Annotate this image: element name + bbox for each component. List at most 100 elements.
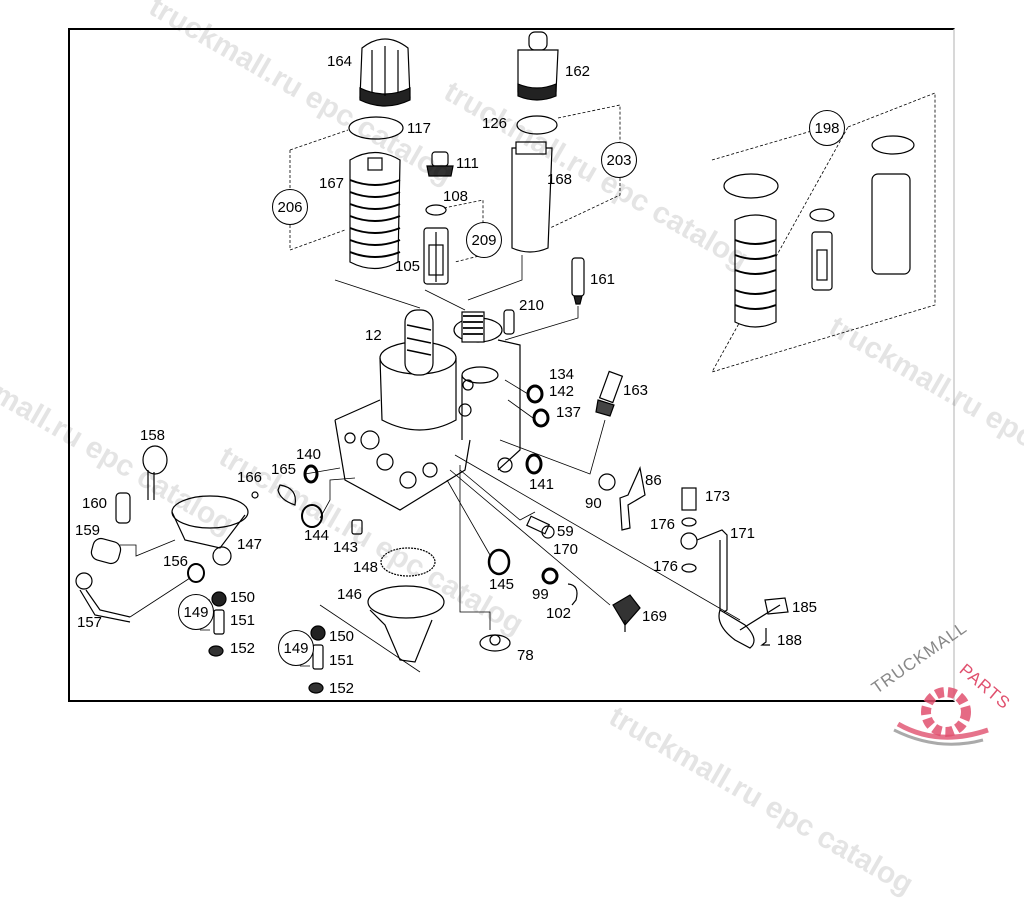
part-151-valve-a (213, 609, 225, 635)
label-158[interactable]: 158 (140, 427, 166, 444)
kit-callout-209[interactable]: 209 (466, 222, 502, 258)
part-185-clamp (739, 597, 789, 631)
part-156-plug (187, 563, 205, 583)
part-12-housing (334, 309, 521, 511)
label-151a[interactable]: 151 (230, 612, 256, 629)
label-166[interactable]: 166 (237, 469, 263, 486)
part-169-sensor (612, 594, 641, 632)
part-108-oring (425, 204, 447, 216)
part-162-cap (517, 31, 559, 101)
leader-lines (120, 255, 741, 673)
label-156[interactable]: 156 (163, 553, 189, 570)
label-157[interactable]: 157 (77, 614, 103, 631)
label-162[interactable]: 162 (565, 63, 591, 80)
label-90[interactable]: 90 (585, 495, 602, 512)
part-160-fitting (115, 492, 131, 524)
part-152-nut-b (308, 682, 324, 694)
label-152a[interactable]: 152 (230, 640, 256, 657)
part-86-bracket (619, 465, 646, 531)
part-166-screw (251, 491, 259, 499)
label-150a[interactable]: 150 (230, 589, 256, 606)
label-102[interactable]: 102 (546, 605, 572, 622)
label-170[interactable]: 170 (553, 541, 579, 558)
label-143[interactable]: 143 (333, 539, 359, 556)
label-140[interactable]: 140 (296, 446, 322, 463)
label-117[interactable]: 117 (407, 120, 431, 137)
label-168[interactable]: 168 (547, 171, 573, 188)
label-152b[interactable]: 152 (329, 680, 355, 697)
part-150-cap-a (211, 591, 227, 607)
label-164[interactable]: 164 (327, 53, 353, 70)
label-146[interactable]: 146 (337, 586, 363, 603)
label-169[interactable]: 169 (642, 608, 668, 625)
label-188[interactable]: 188 (777, 632, 803, 649)
kit-callout-206[interactable]: 206 (272, 189, 308, 225)
part-137-seal (532, 408, 550, 428)
label-59[interactable]: 59 (557, 523, 574, 540)
part-142-seal (526, 384, 544, 404)
label-165[interactable]: 165 (271, 461, 297, 478)
part-165-clip (277, 484, 297, 506)
label-159[interactable]: 159 (75, 522, 101, 539)
label-210[interactable]: 210 (519, 297, 545, 314)
part-147-filter-housing (171, 495, 249, 566)
part-102-clip (567, 583, 578, 606)
label-167[interactable]: 167 (319, 175, 345, 192)
label-148[interactable]: 148 (353, 559, 379, 576)
label-150b[interactable]: 150 (329, 628, 355, 645)
part-168-filter (511, 141, 553, 253)
part-126-oring (516, 115, 558, 135)
label-176b[interactable]: 176 (653, 558, 679, 575)
label-108[interactable]: 108 (443, 188, 469, 205)
part-117-oring (348, 116, 404, 140)
label-144[interactable]: 144 (304, 527, 330, 544)
part-161-sensor (571, 257, 585, 305)
part-90-plug (598, 473, 616, 491)
label-126[interactable]: 126 (482, 115, 508, 132)
part-148-oring (380, 547, 436, 577)
label-145[interactable]: 145 (489, 576, 515, 593)
label-151b[interactable]: 151 (329, 652, 355, 669)
label-163[interactable]: 163 (623, 382, 649, 399)
label-171[interactable]: 171 (730, 525, 756, 542)
part-146-filter-housing (367, 585, 445, 663)
part-188-bolt (760, 628, 770, 646)
part-167-filter (349, 151, 401, 270)
label-185[interactable]: 185 (792, 599, 818, 616)
part-164-cap (359, 38, 411, 107)
part-173-bolt (681, 487, 697, 511)
part-176-washer-b (681, 563, 697, 573)
label-147[interactable]: 147 (237, 536, 263, 553)
kit-callout-149b[interactable]: 149 (278, 630, 314, 666)
label-86[interactable]: 86 (645, 472, 662, 489)
label-161[interactable]: 161 (590, 271, 616, 288)
part-152-nut-a (208, 645, 224, 657)
truckmall-parts-logo: TRUCKMALL PARTS (858, 618, 1024, 750)
label-111[interactable]: 111 (456, 155, 479, 172)
label-78[interactable]: 78 (517, 647, 534, 664)
kit-callout-198[interactable]: 198 (809, 110, 845, 146)
label-141[interactable]: 141 (529, 476, 555, 493)
part-59-valve (526, 515, 555, 539)
label-142[interactable]: 142 (549, 383, 575, 400)
part-145-fitting (487, 548, 511, 576)
label-12[interactable]: 12 (365, 327, 382, 344)
label-137[interactable]: 137 (556, 404, 582, 421)
kit-callout-149a[interactable]: 149 (178, 594, 214, 630)
kit-callout-203[interactable]: 203 (601, 142, 637, 178)
label-176a[interactable]: 176 (650, 516, 676, 533)
part-151-valve-b (312, 644, 324, 670)
label-173[interactable]: 173 (705, 488, 731, 505)
label-134[interactable]: 134 (549, 366, 575, 383)
part-157-pipe (75, 572, 131, 623)
label-105[interactable]: 105 (395, 258, 421, 275)
parts-drawing (75, 31, 936, 694)
label-160[interactable]: 160 (82, 495, 108, 512)
part-141-seal (525, 453, 543, 475)
label-99[interactable]: 99 (532, 586, 549, 603)
gear-icon (893, 687, 989, 746)
part-143-plug (351, 519, 363, 535)
part-105-strainer (423, 227, 449, 285)
part-144-fitting (301, 504, 323, 528)
